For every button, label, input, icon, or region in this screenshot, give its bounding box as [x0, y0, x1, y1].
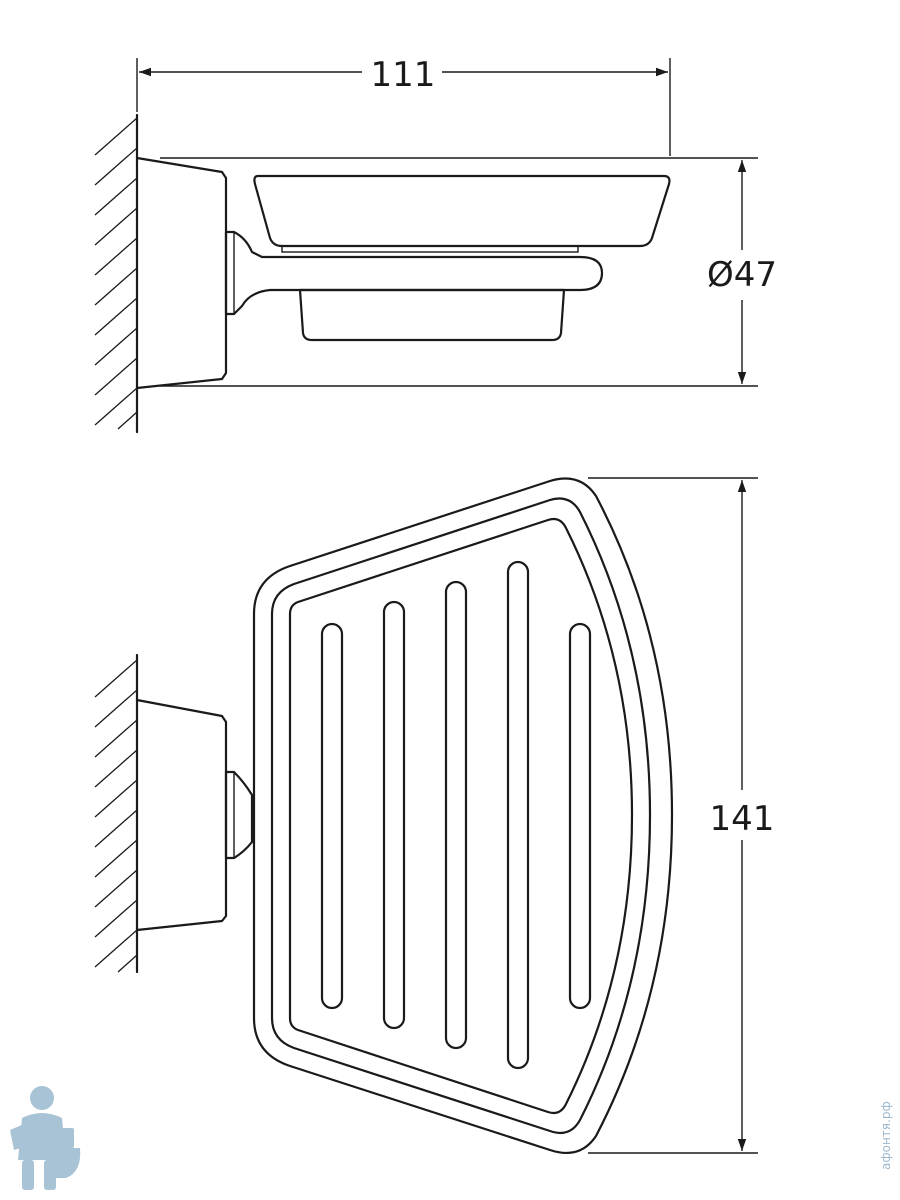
- watermark-logo: [10, 1086, 81, 1190]
- drain-slot: [382, 600, 406, 1030]
- support-arm-side: [224, 230, 604, 316]
- dimension-diameter-label: Ø47: [707, 255, 777, 295]
- wall-flange-side: [135, 156, 228, 390]
- soap-tray-rim: [270, 497, 652, 1135]
- wall-hatching-bottom: [94, 659, 138, 973]
- support-arm-top: [224, 770, 254, 860]
- drain-slot: [444, 580, 468, 1050]
- wall-hatching-top: [94, 117, 138, 430]
- drain-slot: [506, 560, 530, 1070]
- dimension-width-label: 111: [371, 55, 436, 95]
- soap-dish-side: [253, 174, 671, 248]
- holder-cup-side: [298, 288, 566, 342]
- wall-flange-top: [135, 698, 228, 932]
- side-view: 111 Ø47: [94, 55, 777, 434]
- drain-slot: [320, 622, 344, 1010]
- watermark-text: афонтя.рф: [879, 1101, 893, 1170]
- soap-tray-inner: [288, 517, 634, 1115]
- top-view: 141: [94, 477, 775, 1154]
- soap-tray-outer: [252, 477, 674, 1154]
- drain-slot: [568, 622, 592, 1010]
- dimension-height-label: 141: [710, 799, 775, 839]
